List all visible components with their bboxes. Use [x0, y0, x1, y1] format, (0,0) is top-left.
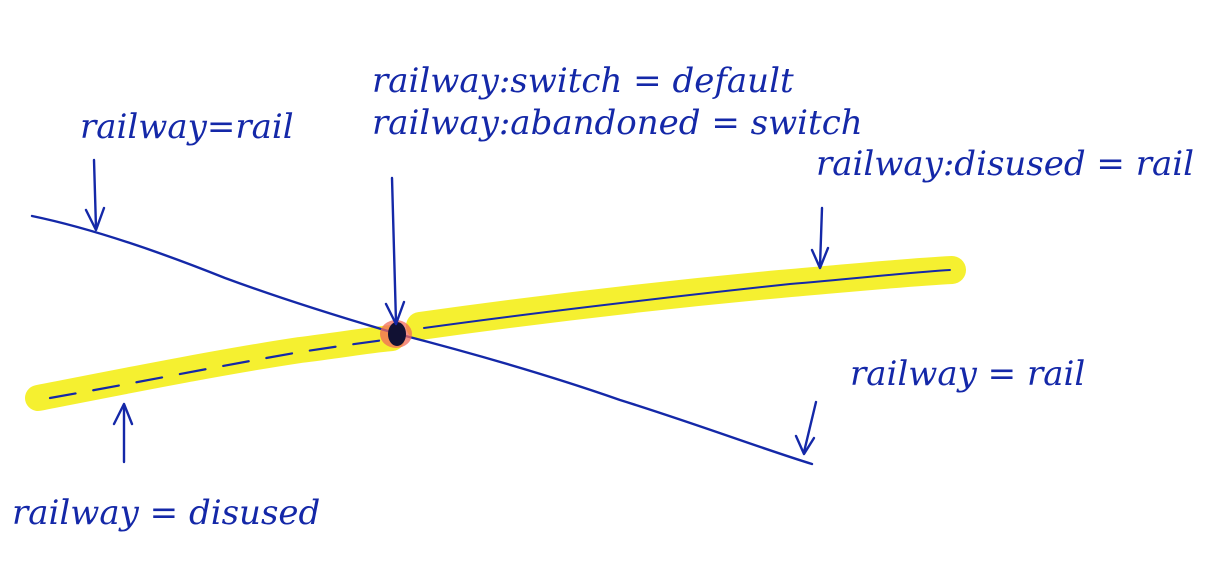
arrow-switch-node [384, 176, 406, 326]
arrow-rail-left [84, 158, 106, 232]
disused-way-right-line [423, 269, 951, 329]
label-rail-right: railway = rail [850, 354, 1085, 394]
label-rail-left: railway=rail [80, 107, 294, 147]
arrow-disused-left [112, 402, 134, 464]
rail-way-left [30, 214, 400, 336]
disused-way-left-line [48, 337, 394, 400]
label-switch-line2: railway:abandoned = switch [372, 103, 863, 143]
arrow-disused-rail-right [810, 206, 830, 270]
disused-way-left-highlight [25, 325, 405, 411]
label-switch-line1: railway:switch = default [372, 61, 794, 101]
label-disused-left: railway = disused [12, 493, 320, 533]
rail-way-right [396, 332, 814, 466]
label-disused-rail-right: railway:disused = rail [816, 144, 1194, 184]
switch-node [388, 322, 406, 346]
arrow-rail-right [794, 400, 818, 456]
